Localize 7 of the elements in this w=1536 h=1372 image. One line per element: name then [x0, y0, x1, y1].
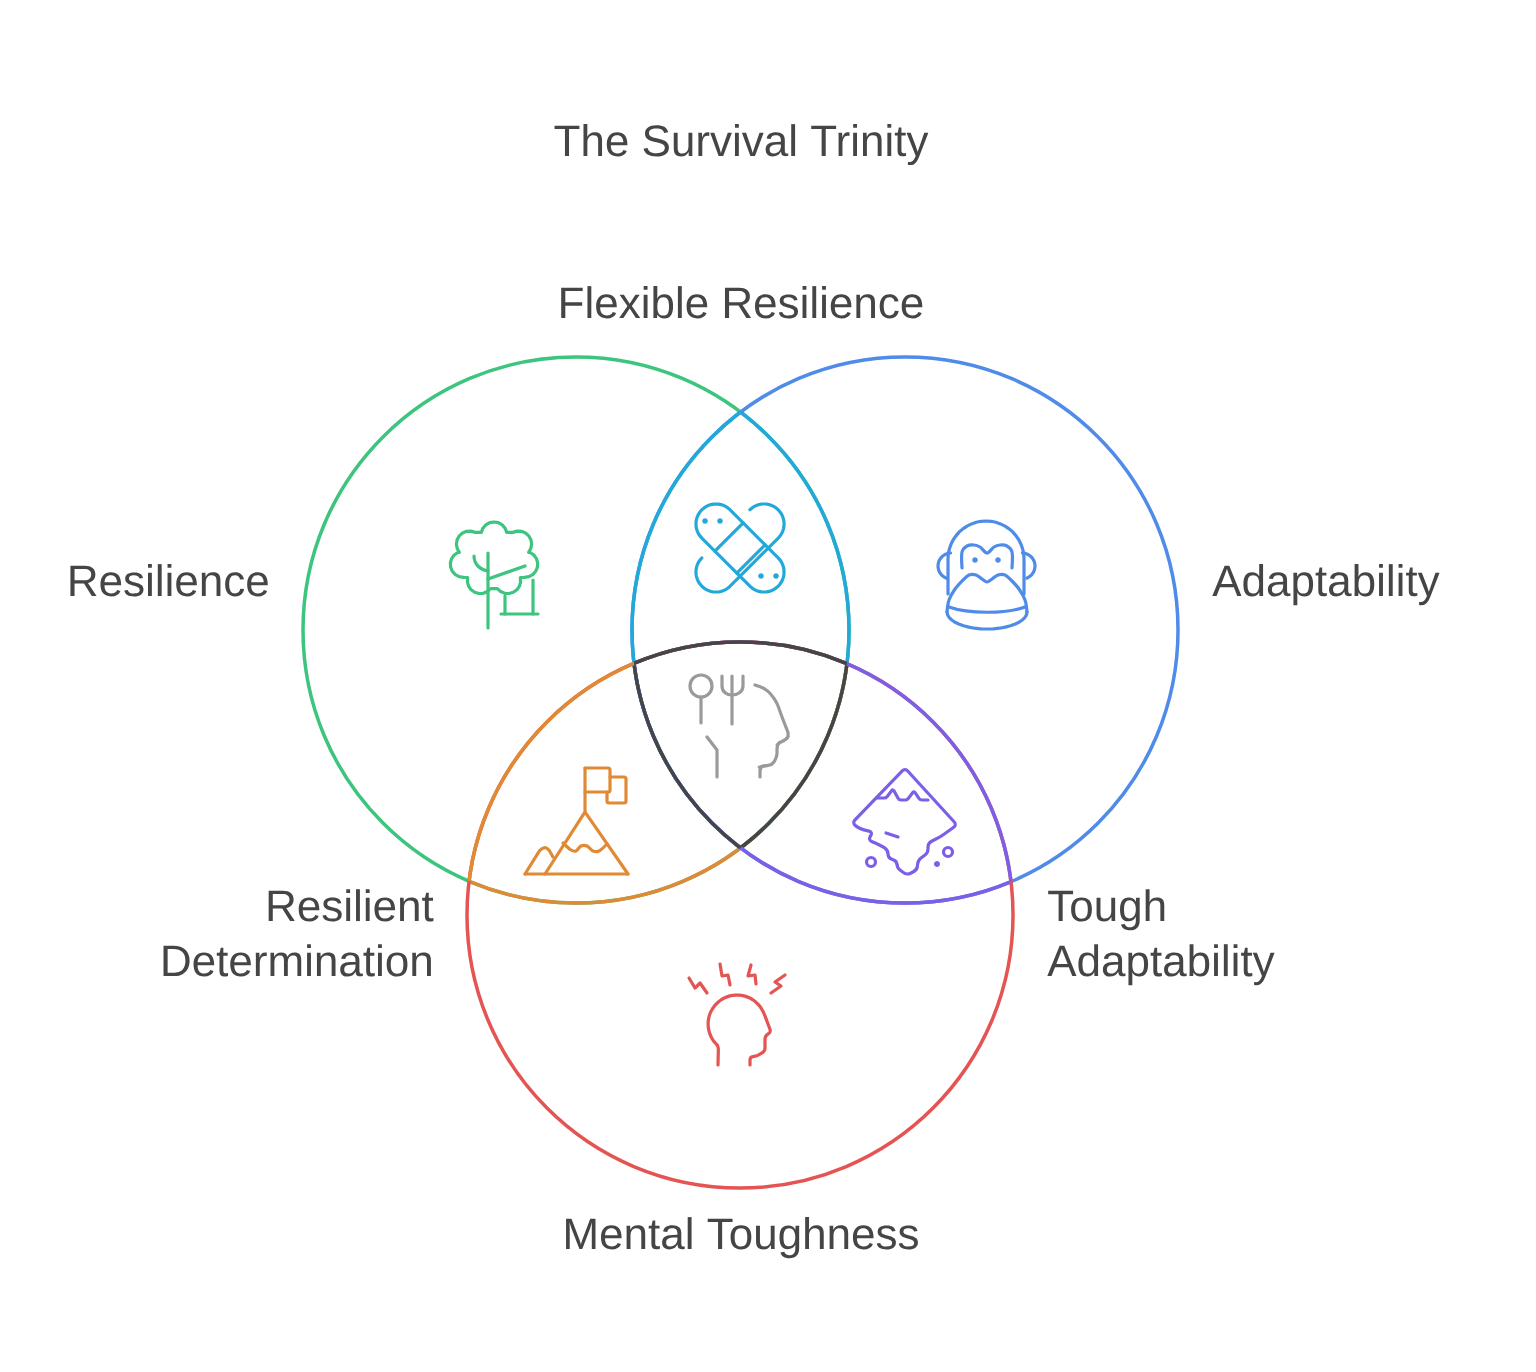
region-label: Flexible Resilience — [561, 286, 923, 319]
title: The Survival Trinity — [554, 124, 929, 166]
region-label: Tough Adaptability — [1047, 889, 1275, 986]
region-label: Resilient Determination — [163, 889, 434, 977]
circle-label: Resilience — [70, 564, 268, 597]
circle-label: Adaptability — [1212, 564, 1440, 606]
circle-label: Mental Toughness — [566, 1217, 918, 1259]
